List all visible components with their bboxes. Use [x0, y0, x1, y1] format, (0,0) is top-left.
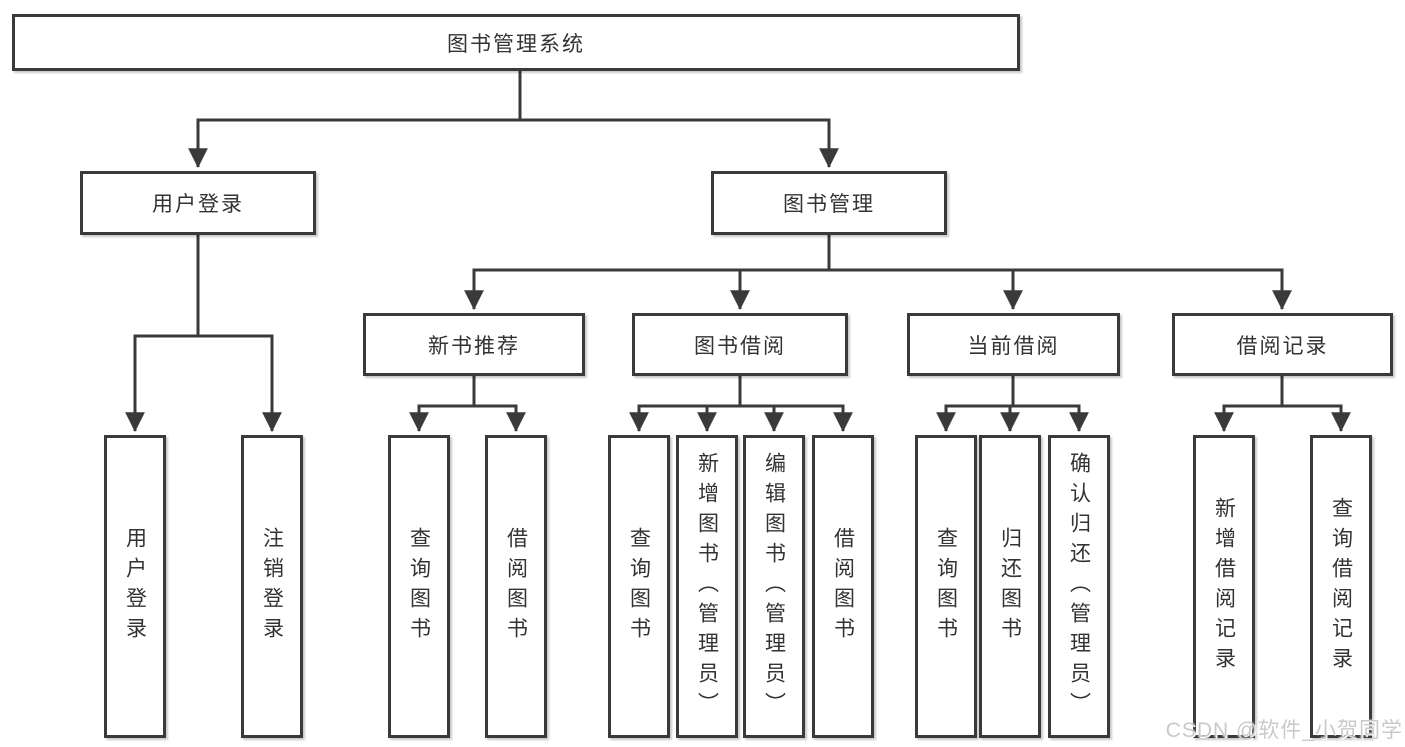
- node-leaf-confirm-return-admin: 确认归还（管理员）: [1048, 435, 1110, 738]
- node-label: 图书借阅: [694, 334, 786, 358]
- node-label: 借阅记录: [1236, 334, 1329, 358]
- node-user-login: 用户登录: [80, 171, 316, 235]
- node-label: 归还图书: [998, 526, 1022, 647]
- node-label: 查询图书: [627, 526, 651, 647]
- node-label: 查询图书: [934, 526, 958, 647]
- csdn-watermark: CSDN @软件_小贺同学: [1165, 719, 1403, 742]
- connector-current-borrowing-branch: [936, 375, 1089, 432]
- connector-book-borrowing-branch: [629, 375, 853, 432]
- node-library-management-system: 图书管理系统: [12, 14, 1020, 71]
- node-current-borrowing: 当前借阅: [907, 313, 1120, 376]
- node-leaf-edit-books-admin: 编辑图书（管理员）: [743, 435, 805, 738]
- connector-root-to-level2: [188, 70, 839, 168]
- connector-book-management-branch: [464, 234, 1292, 310]
- node-leaf-user-login: 用户登录: [104, 435, 166, 738]
- node-leaf-borrow-books-recommend: 借阅图书: [485, 435, 547, 738]
- node-leaf-add-books-admin: 新增图书（管理员）: [676, 435, 738, 738]
- node-leaf-query-books-recommend: 查询图书: [388, 435, 450, 738]
- node-leaf-borrow-books: 借阅图书: [812, 435, 874, 738]
- node-label: 借阅图书: [831, 526, 855, 647]
- node-leaf-add-borrowing-record: 新增借阅记录: [1193, 435, 1255, 738]
- node-label: 借阅图书: [504, 526, 528, 647]
- node-label: 确认归还（管理员）: [1067, 451, 1091, 722]
- connector-new-book-recommendation-branch: [409, 375, 526, 432]
- node-label: 新增图书（管理员）: [695, 451, 719, 722]
- node-leaf-query-books-borrowing: 查询图书: [608, 435, 670, 738]
- node-new-book-recommendation: 新书推荐: [363, 313, 585, 376]
- node-leaf-query-borrowing-record: 查询借阅记录: [1310, 435, 1372, 738]
- node-book-borrowing: 图书借阅: [632, 313, 848, 376]
- node-label: 新书推荐: [428, 334, 520, 358]
- node-label: 当前借阅: [967, 334, 1060, 358]
- node-label: 注销登录: [260, 526, 284, 647]
- node-label: 用户登录: [123, 526, 147, 647]
- node-borrowing-records: 借阅记录: [1172, 313, 1393, 376]
- connector-borrowing-records-branch: [1214, 375, 1351, 432]
- node-label: 新增借阅记录: [1212, 496, 1236, 677]
- node-leaf-query-books-current: 查询图书: [915, 435, 977, 738]
- node-book-management: 图书管理: [711, 171, 947, 235]
- node-label: 查询图书: [407, 526, 431, 647]
- node-label: 编辑图书（管理员）: [762, 451, 786, 722]
- node-label: 用户登录: [152, 193, 244, 216]
- connector-user-login-branch: [125, 234, 282, 432]
- node-leaf-return-books: 归还图书: [979, 435, 1041, 738]
- node-label: 图书管理系统: [447, 32, 585, 56]
- node-label: 查询借阅记录: [1329, 496, 1353, 677]
- node-label: 图书管理: [783, 193, 875, 216]
- node-leaf-logout: 注销登录: [241, 435, 303, 738]
